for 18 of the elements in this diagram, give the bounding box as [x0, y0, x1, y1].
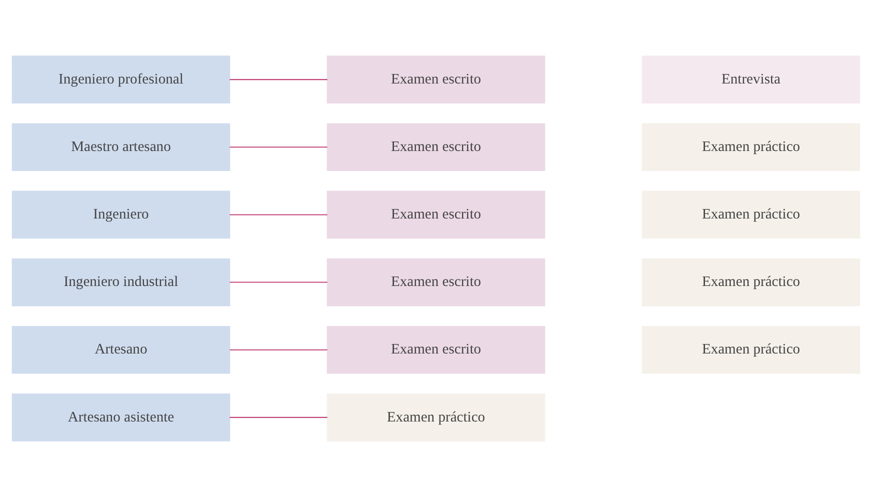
node-box: Examen escrito [326, 55, 546, 103]
node-box: Ingeniero industrial [12, 258, 230, 306]
connector [230, 348, 328, 350]
node-box: Artesano [12, 325, 230, 374]
node-box: Examen escrito [326, 258, 546, 306]
node-box: Examen escrito [326, 122, 546, 171]
node-box: Examen práctico [326, 393, 546, 441]
connector [230, 214, 328, 215]
node-box: Ingeniero [12, 190, 230, 238]
node-box: Artesano asistente [12, 393, 230, 441]
node-box: Examen escrito [326, 325, 546, 374]
connector [230, 146, 328, 148]
connector [230, 78, 328, 80]
connector [230, 281, 328, 282]
connector [230, 416, 328, 418]
node-box: Ingeniero profesional [12, 55, 230, 103]
node-box: Maestro artesano [12, 122, 230, 171]
node-box: Examen escrito [326, 190, 546, 238]
